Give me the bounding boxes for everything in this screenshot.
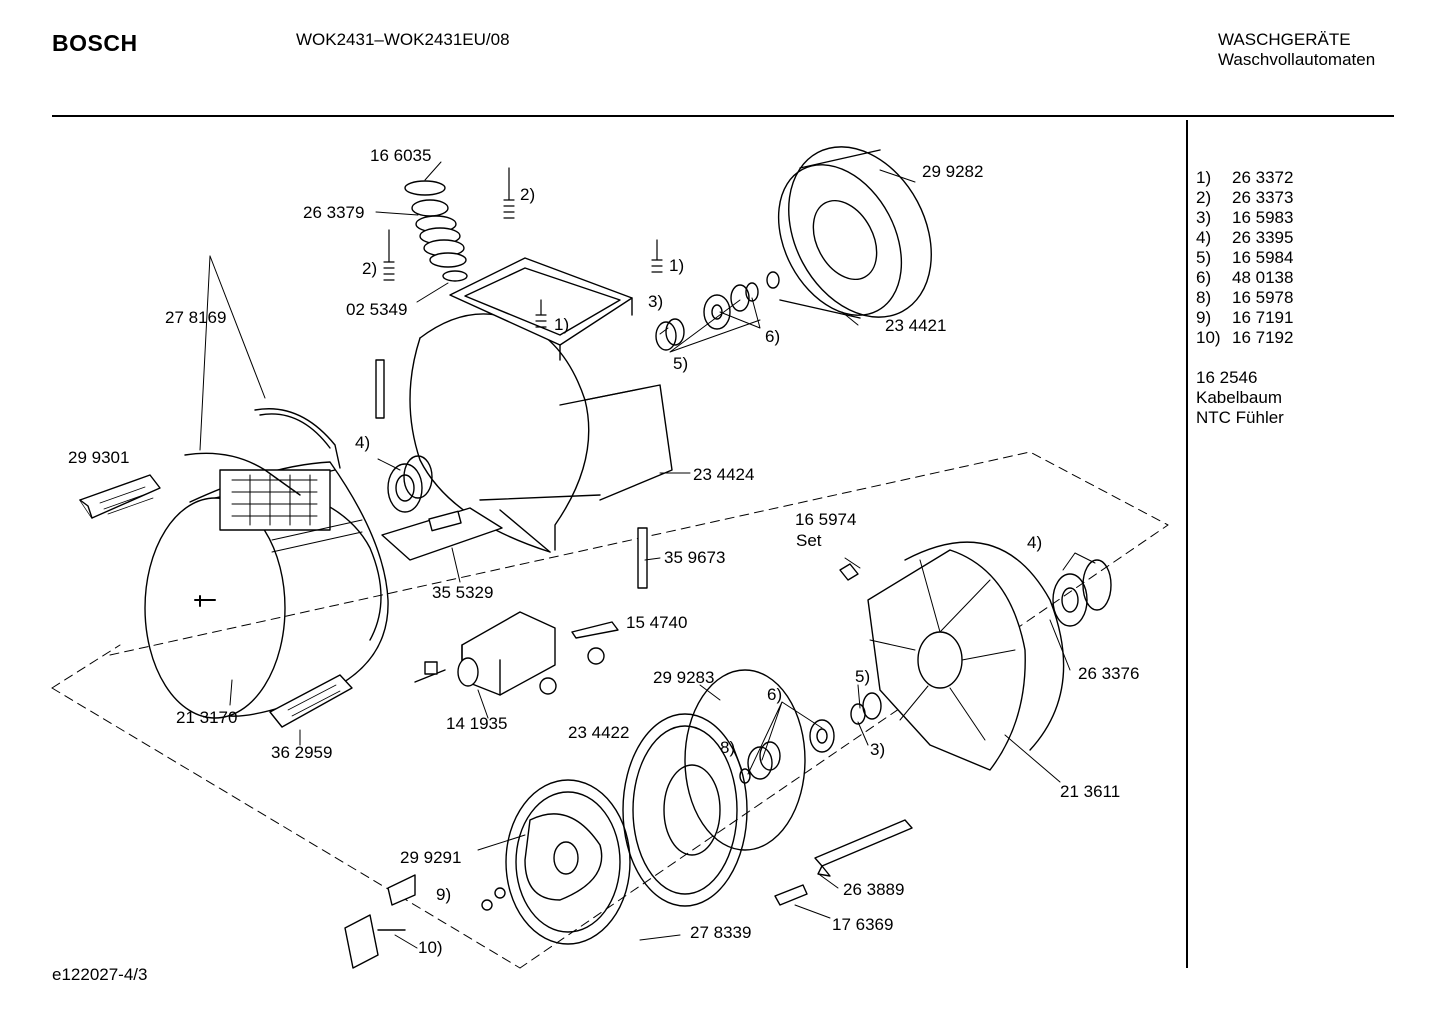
callout-10: 10) [418,938,443,957]
legend-part: 16 5983 [1232,208,1294,227]
label-23-4422: 23 4422 [568,723,630,742]
category-line-2: Waschvollautomaten [1218,50,1376,69]
callout-9: 9) [436,885,452,904]
callout-3-top: 3) [648,292,664,311]
label-35-5329: 35 5329 [432,583,494,602]
label-29-9291: 29 9291 [400,848,462,867]
category-line-1: WASCHGERÄTE [1218,30,1351,49]
brand-logo: BOSCH [52,30,138,56]
bearings-top [656,272,779,350]
legend-key: 5) [1196,248,1212,267]
label-29-9282: 29 9282 [922,162,984,181]
legend-row: 1) 26 3372 [1196,168,1293,188]
label-26-3889: 26 3889 [843,880,905,899]
legend-part: 16 5978 [1232,288,1294,307]
legend-key: 1) [1196,168,1212,187]
legend-part: 16 5984 [1232,248,1294,267]
callout-6-top: 6) [765,327,781,346]
rear-tub [840,542,1111,770]
strap [185,409,340,495]
label-14-1935: 14 1935 [446,714,508,733]
label-29-9301: 29 9301 [68,448,130,467]
legend-part: 26 3395 [1232,228,1294,247]
label-16-5974-set: Set [796,531,822,550]
heater-plate [382,508,502,560]
callout-8: 8) [720,738,736,757]
legend-key: 4) [1196,228,1212,247]
label-27-8169: 27 8169 [165,308,227,327]
counterweights [80,475,352,727]
legend-part: 16 7192 [1232,328,1294,347]
parts-legend: 1)26 3372 2)26 3373 3)16 5983 4)26 3395 … [1196,168,1293,428]
seal-left [388,456,432,512]
label-27-8339: 27 8339 [690,923,752,942]
label-23-4424: 23 4424 [693,465,755,484]
callout-3-bottom: 3) [870,740,886,759]
callout-2-top: 2) [520,185,536,204]
legend-extra-line-2: NTC Fühler [1196,408,1284,427]
springs [384,168,662,327]
label-16-5974: 16 5974 [795,510,857,529]
drum [145,462,388,718]
legend-key: 10) [1196,328,1221,347]
label-21-3611: 21 3611 [1060,782,1121,801]
label-36-2959: 36 2959 [271,743,333,762]
callout-5-top: 5) [673,354,689,373]
drawing-code: e122027-4/3 [52,965,148,984]
legend-extra-line-1: Kabelbaum [1196,388,1283,407]
legend-row: 5) 16 5984 [1196,248,1293,268]
callout-6-bottom: 6) [767,685,783,704]
legend-key: 2) [1196,188,1212,207]
legend-row: 8) 16 5978 [1196,288,1293,308]
label-26-3379: 26 3379 [303,203,365,222]
label-02-5349: 02 5349 [346,300,408,319]
legend-row: 2) 26 3373 [1196,188,1293,208]
legend-key: 8) [1196,288,1212,307]
label-29-9283: 29 9283 [653,668,715,687]
motor [415,612,604,695]
legend-row: 6) 48 0138 [1196,268,1293,288]
legend-key: 3) [1196,208,1212,227]
rear-cover [754,122,960,342]
callout-5-bottom: 5) [855,667,871,686]
model-number: WOK2431–WOK2431EU/08 [296,30,510,49]
label-15-4740: 15 4740 [626,613,688,632]
guide-plane [52,452,1168,968]
legend-row: 4) 26 3395 [1196,228,1293,248]
label-21-3170: 21 3170 [176,708,238,727]
door [506,780,630,944]
bellows [405,181,467,281]
legend-part: 16 7191 [1232,308,1294,327]
legend-row: 3) 16 5983 [1196,208,1293,228]
callout-4-left: 4) [355,433,371,452]
legend-row: 10) 16 7192 [1196,328,1293,348]
label-26-3376: 26 3376 [1078,664,1140,683]
front-panel [623,714,747,906]
legend-row: 9) 16 7191 [1196,308,1293,328]
label-16-6035: 16 6035 [370,146,432,165]
leader-lines [200,162,1095,948]
heating-element [775,820,912,905]
legend-part: 48 0138 [1232,268,1294,287]
legend-key: 9) [1196,308,1212,327]
screw [572,622,618,638]
label-23-4421: 23 4421 [885,316,947,335]
callout-1-top: 1) [669,256,685,275]
category: WASCHGERÄTE Waschvollautomaten [1218,30,1375,70]
callout-2-left: 2) [362,259,378,278]
sidebar-rule [1186,120,1188,968]
label-35-9673: 35 9673 [664,548,726,567]
legend-key: 6) [1196,268,1212,287]
legend-extra-part: 16 2546 [1196,368,1258,387]
door-lock [345,875,505,968]
front-cover-ring [685,670,881,850]
callout-4-right: 4) [1027,533,1043,552]
label-17-6369: 17 6369 [832,915,894,934]
legend-part: 26 3373 [1232,188,1294,207]
header-rule [52,115,1394,117]
callout-1-tub: 1) [554,315,570,334]
legend-part: 26 3372 [1232,168,1294,187]
shock-absorbers [376,360,647,588]
